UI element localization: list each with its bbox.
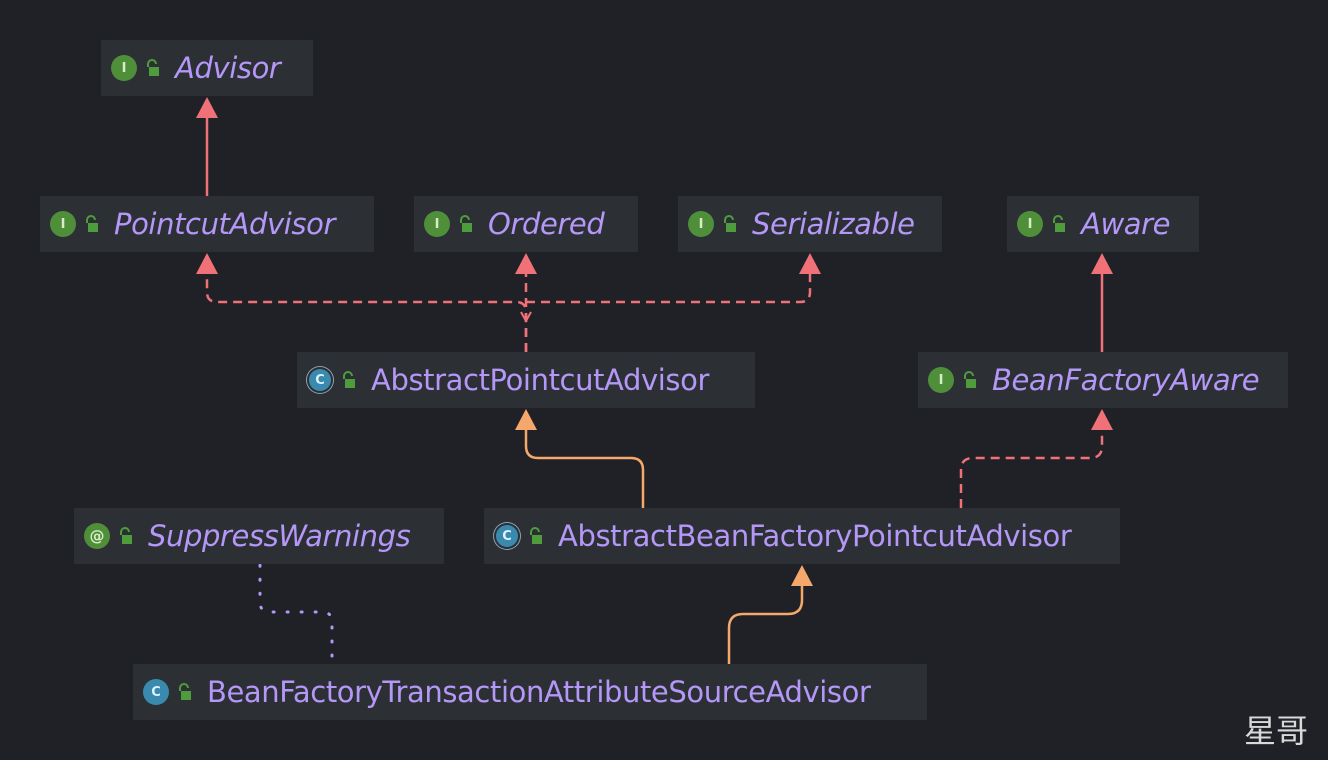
- edge-abstractpointcutadvisor-pointcutadvisor: [205, 274, 528, 352]
- abstract-class-icon: C: [307, 367, 333, 393]
- unlocked-icon: [86, 215, 98, 232]
- node-aware[interactable]: I Aware: [1007, 196, 1199, 252]
- node-ordered[interactable]: I Ordered: [414, 196, 638, 252]
- edge-bftasa-suppresswarnings: [258, 562, 334, 658]
- unlocked-icon: [1053, 215, 1065, 232]
- arrowhead-abfpa: [791, 565, 813, 586]
- abstract-class-icon: C: [494, 523, 520, 549]
- edge-abfpa-beanfactoryaware: [959, 430, 1104, 508]
- edge-abfpa-abstractpointcutadvisor: [524, 430, 645, 508]
- annotation-icon: @: [84, 523, 110, 549]
- unlocked-icon: [343, 371, 355, 388]
- node-label: Serializable: [752, 207, 915, 241]
- unlocked-icon: [147, 59, 159, 76]
- node-bean-factory-aware[interactable]: I BeanFactoryAware: [918, 352, 1288, 408]
- node-label: PointcutAdvisor: [114, 207, 335, 241]
- merge-chevron: [520, 311, 532, 324]
- arrowhead-serializable: [799, 253, 821, 274]
- class-icon: C: [143, 679, 169, 705]
- node-pointcut-advisor[interactable]: I PointcutAdvisor: [40, 196, 374, 252]
- node-abstract-pointcut-advisor[interactable]: C AbstractPointcutAdvisor: [297, 352, 755, 408]
- node-serializable[interactable]: I Serializable: [678, 196, 942, 252]
- unlocked-icon: [964, 371, 976, 388]
- interface-icon: I: [688, 211, 714, 237]
- unlocked-icon: [120, 527, 132, 544]
- node-label: AbstractBeanFactoryPointcutAdvisor: [558, 519, 1072, 553]
- node-label: Advisor: [175, 51, 281, 85]
- unlocked-icon: [530, 527, 542, 544]
- node-label: SuppressWarnings: [148, 519, 411, 553]
- node-label: BeanFactoryTransactionAttributeSourceAdv…: [207, 675, 871, 709]
- node-label: Ordered: [488, 207, 605, 241]
- node-suppress-warnings[interactable]: @ SuppressWarnings: [74, 508, 444, 564]
- interface-icon: I: [928, 367, 954, 393]
- unlocked-icon: [460, 215, 472, 232]
- interface-icon: I: [1017, 211, 1043, 237]
- unlocked-icon: [724, 215, 736, 232]
- node-label: BeanFactoryAware: [992, 363, 1260, 397]
- arrowhead-pointcutadvisor: [196, 253, 218, 274]
- node-abstract-bean-factory-pointcut-advisor[interactable]: C AbstractBeanFactoryPointcutAdvisor: [484, 508, 1120, 564]
- node-bean-factory-transaction-attribute-source-advisor[interactable]: C BeanFactoryTransactionAttributeSourceA…: [133, 664, 927, 720]
- arrowhead-beanfactoryaware: [1091, 409, 1113, 430]
- node-label: Aware: [1081, 207, 1171, 241]
- edge-abstractpointcutadvisor-serializable: [526, 274, 812, 304]
- arrowhead-abstractpointcutadvisor: [515, 409, 537, 430]
- arrowhead-aware: [1091, 253, 1113, 274]
- interface-icon: I: [111, 55, 137, 81]
- interface-icon: I: [50, 211, 76, 237]
- watermark: 星哥: [1243, 712, 1308, 750]
- node-advisor[interactable]: I Advisor: [101, 40, 313, 96]
- node-label: AbstractPointcutAdvisor: [371, 363, 709, 397]
- edge-bftasa-abfpa: [727, 586, 804, 664]
- interface-icon: I: [424, 211, 450, 237]
- arrowhead-advisor: [196, 97, 218, 118]
- arrowhead-ordered: [515, 253, 537, 274]
- unlocked-icon: [179, 683, 191, 700]
